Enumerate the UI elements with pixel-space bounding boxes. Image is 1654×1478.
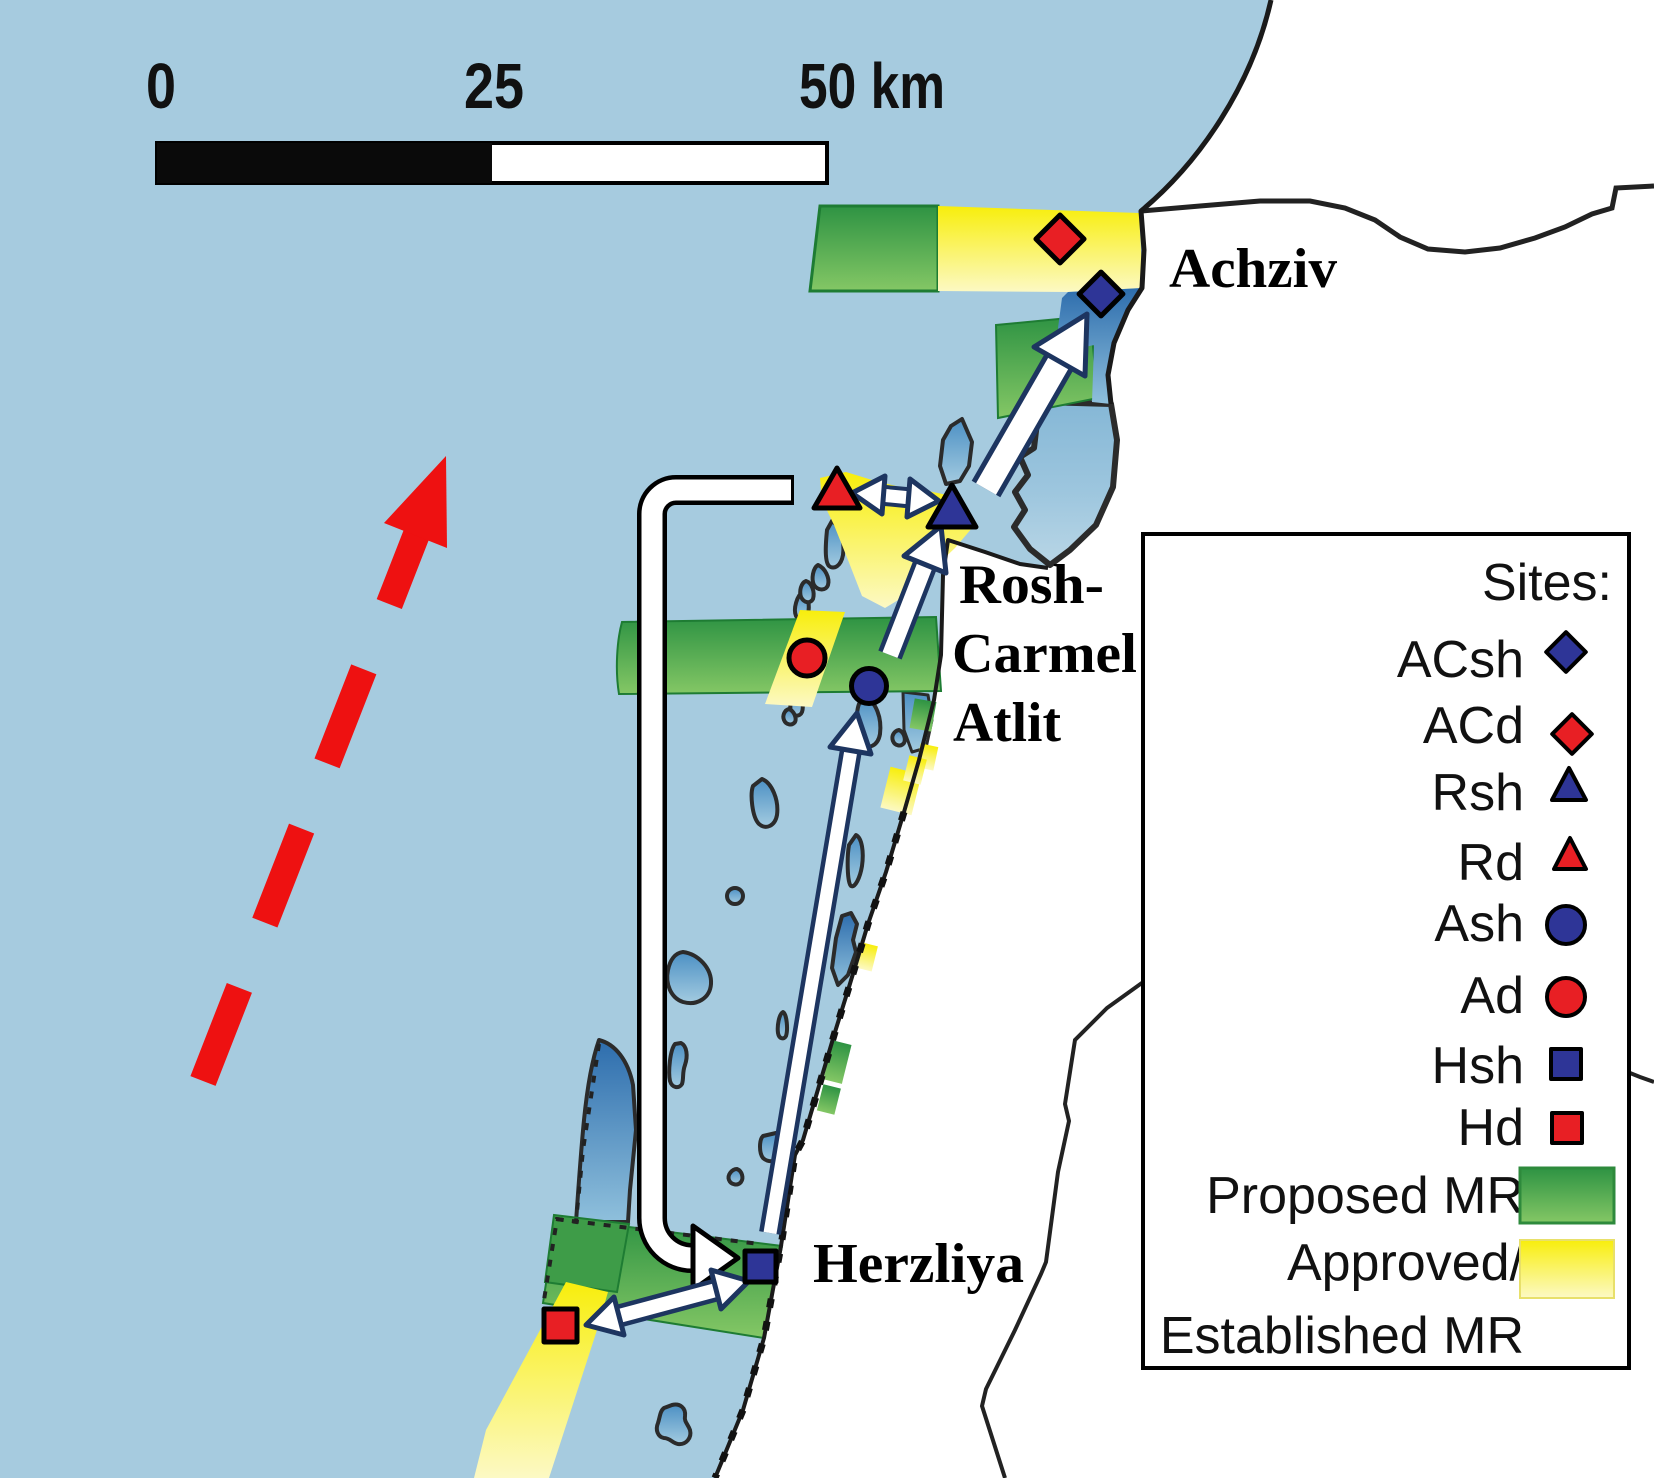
svg-text:Hd: Hd [1458, 1099, 1524, 1157]
svg-text:Ash: Ash [1434, 895, 1524, 953]
svg-text:Established MR: Established MR [1160, 1307, 1524, 1365]
svg-text:Herzliya: Herzliya [813, 1233, 1024, 1295]
svg-text:Rosh-: Rosh- [959, 554, 1104, 616]
svg-text:Achziv: Achziv [1169, 238, 1337, 300]
svg-text:Rd: Rd [1458, 834, 1524, 892]
svg-text:ACd: ACd [1423, 697, 1524, 755]
svg-text:Rsh: Rsh [1432, 764, 1524, 822]
svg-text:Approved/: Approved/ [1287, 1234, 1525, 1292]
svg-text:Ad: Ad [1460, 967, 1524, 1025]
svg-text:ACsh: ACsh [1397, 631, 1524, 689]
svg-text:Sites:: Sites: [1482, 554, 1612, 612]
svg-text:Proposed MR: Proposed MR [1206, 1167, 1524, 1225]
svg-text:Atlit: Atlit [953, 692, 1061, 754]
svg-text:25: 25 [464, 50, 524, 122]
svg-text:Hsh: Hsh [1432, 1037, 1524, 1095]
svg-text:Carmel: Carmel [952, 623, 1137, 685]
svg-text:50 km: 50 km [799, 50, 945, 122]
svg-text:0: 0 [146, 50, 176, 122]
